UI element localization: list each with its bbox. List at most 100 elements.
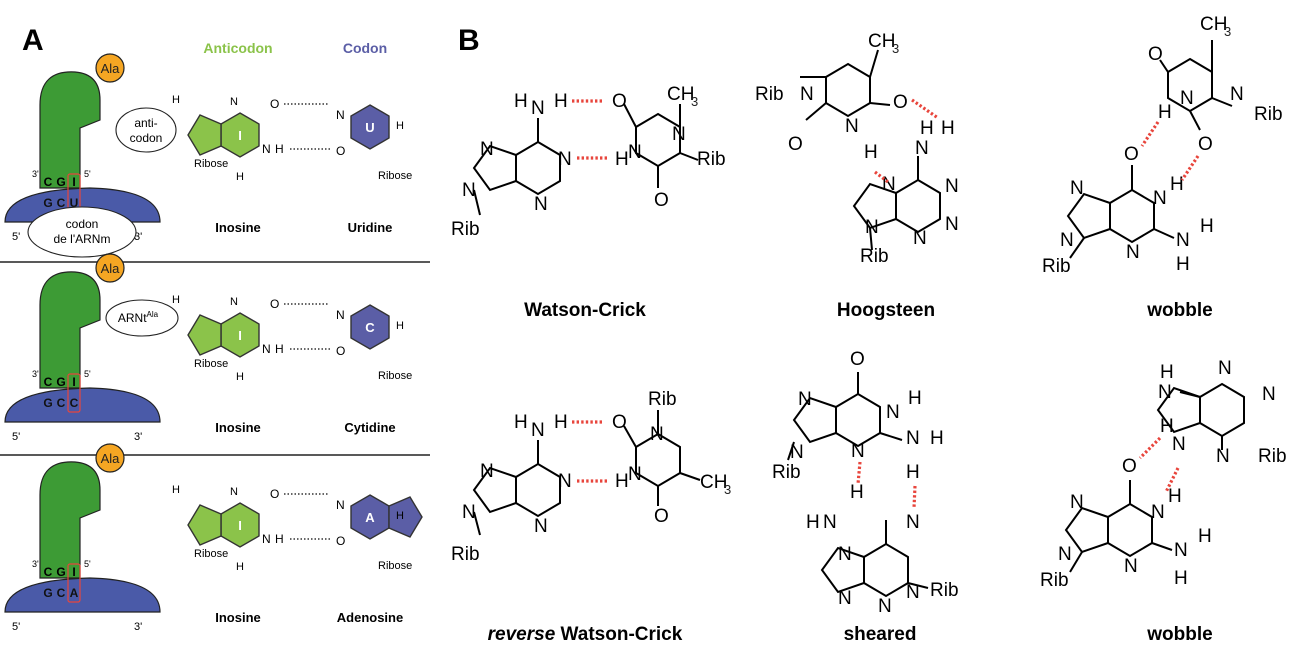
codon-base: C xyxy=(70,396,79,410)
mrna-strand xyxy=(4,577,161,613)
ala-label: Ala xyxy=(101,261,121,276)
svg-text:N: N xyxy=(915,138,929,159)
svg-text:H: H xyxy=(1198,526,1212,547)
right-nucleoside-name: Cytidine xyxy=(344,420,395,435)
svg-text:N: N xyxy=(800,84,814,105)
ala-amino-acid xyxy=(95,253,125,283)
prime-5-bottom: 5' xyxy=(12,431,20,443)
trna-body xyxy=(39,271,101,389)
left-nucleoside-name: Inosine xyxy=(215,610,261,625)
callout-trna-name: ARNt xyxy=(118,311,147,325)
inosine-h2: H xyxy=(236,171,244,183)
caption-hoogsteen: Hoogsteen xyxy=(837,300,935,321)
callout-codon-2: de l'ARNm xyxy=(54,232,111,246)
svg-text:N: N xyxy=(878,596,892,617)
svg-text:H: H xyxy=(850,482,864,503)
svg-text:CH: CH xyxy=(700,472,727,493)
svg-text:H: H xyxy=(1174,568,1188,589)
svg-text:N: N xyxy=(1070,492,1084,513)
svg-text:N: N xyxy=(913,228,927,249)
codon-callout xyxy=(27,206,137,258)
caption-reverse-watson-crick: reverse Watson-Crick xyxy=(488,624,683,645)
svg-text:N: N xyxy=(628,142,642,163)
prime-5-bottom: 5' xyxy=(12,621,20,633)
svg-text:N: N xyxy=(838,588,852,609)
codon-ring xyxy=(350,104,390,150)
svg-text:O: O xyxy=(612,91,627,112)
svg-text:N: N xyxy=(462,180,476,201)
svg-text:N: N xyxy=(865,217,879,238)
inosine-h2: H xyxy=(236,561,244,573)
svg-text:CH: CH xyxy=(868,31,895,52)
svg-text:O: O xyxy=(654,506,669,527)
svg-text:O: O xyxy=(1148,44,1163,65)
anticodon-base: G xyxy=(56,375,65,389)
prime-5-top: 5' xyxy=(84,169,91,179)
svg-text:3: 3 xyxy=(1224,24,1231,39)
svg-text:N: N xyxy=(1126,242,1140,263)
panel-b-label: B xyxy=(458,24,480,57)
svg-text:N: N xyxy=(1158,382,1172,403)
svg-text:O: O xyxy=(893,92,908,113)
svg-text:O: O xyxy=(1198,134,1213,155)
callout-trna: ARNtAla xyxy=(118,310,159,325)
svg-text:Rib: Rib xyxy=(1040,570,1069,591)
ribose-left: Ribose xyxy=(194,158,228,170)
inosine-n1: N xyxy=(262,342,271,356)
anticodon-callout xyxy=(115,107,177,153)
inosine-imidazole xyxy=(187,114,222,156)
wobble-highlight xyxy=(67,563,81,603)
codon-n: N xyxy=(336,108,345,122)
prime-5-bottom: 5' xyxy=(12,231,20,243)
svg-text:H: H xyxy=(1160,362,1174,383)
svg-text:Rib: Rib xyxy=(451,219,480,240)
ala-label: Ala xyxy=(101,61,121,76)
svg-text:N: N xyxy=(1230,84,1244,105)
codon-n: N xyxy=(336,498,345,512)
svg-text:Rib: Rib xyxy=(772,462,801,483)
svg-text:N: N xyxy=(534,194,548,215)
svg-text:H: H xyxy=(1170,174,1184,195)
codon-o: O xyxy=(336,144,345,158)
inosine-n7: N xyxy=(230,486,238,498)
anticodon-base: C xyxy=(44,565,53,579)
inosine-h8: H xyxy=(172,484,180,496)
prime-3-bottom: 3' xyxy=(134,621,142,633)
anticodon-base: I xyxy=(72,175,75,189)
codon-base: U xyxy=(70,196,79,210)
inosine-oxygen: O xyxy=(270,297,279,311)
svg-text:3: 3 xyxy=(724,482,731,497)
inosine-n1: N xyxy=(262,142,271,156)
inosine-h8: H xyxy=(172,94,180,106)
ala-label: Ala xyxy=(101,451,121,466)
codon-base: C xyxy=(57,196,66,210)
trna-body xyxy=(39,71,101,189)
svg-text:H: H xyxy=(554,91,568,112)
callout-anticodon-1: anti- xyxy=(134,116,157,130)
wobble-highlight xyxy=(67,373,81,413)
ribose-right: Ribose xyxy=(378,560,412,572)
svg-text:Rib: Rib xyxy=(755,84,784,105)
svg-text:Rib: Rib xyxy=(1258,446,1287,467)
codon-o: O xyxy=(336,344,345,358)
prime-5-top: 5' xyxy=(84,559,91,569)
svg-text:N: N xyxy=(1216,446,1230,467)
anticodon-base: C xyxy=(44,175,53,189)
left-nucleoside-name: Inosine xyxy=(215,420,261,435)
callout-anticodon-2: codon xyxy=(130,131,163,145)
svg-text:N: N xyxy=(1153,188,1167,209)
svg-text:H: H xyxy=(920,118,934,139)
svg-text:Rib: Rib xyxy=(1254,104,1283,125)
codon-ring xyxy=(350,304,390,350)
prime-3-top: 3' xyxy=(32,169,39,179)
svg-text:O: O xyxy=(1122,456,1137,477)
svg-text:N: N xyxy=(531,420,545,441)
svg-text:N: N xyxy=(1151,502,1165,523)
codon-h: H xyxy=(396,320,404,332)
